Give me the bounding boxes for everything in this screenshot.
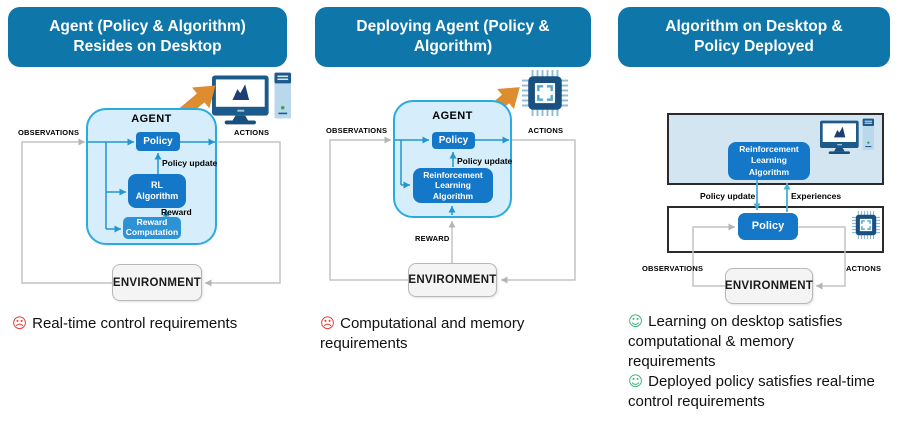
caption-text: Learning on desktop satisfies computatio… (628, 313, 843, 371)
agent-label: AGENT (432, 110, 473, 122)
environment-box: ENVIRONMENT (725, 268, 813, 304)
actions-label: ACTIONS (528, 126, 564, 135)
policy-update-label: Policy update (162, 158, 218, 168)
policy-box: Policy (432, 132, 475, 149)
panel-agent-on-desktop: Agent (Policy & Algorithm) Resides on De… (0, 0, 300, 425)
caption-learning: ☺Learning on desktop satisfies computati… (628, 312, 876, 372)
caption: ☹Computational and memory requirements (320, 314, 578, 354)
agent-label: AGENT (131, 113, 172, 125)
flow-arrows (329, 136, 576, 284)
smile-icon: ☺ (628, 314, 644, 330)
rl-algorithm-box: RL Algorithm (128, 174, 186, 208)
chip-icon (522, 70, 568, 116)
policy-update-label: Policy update (700, 191, 756, 201)
desktop-computer-icon (212, 70, 294, 126)
policy-box: Policy (738, 213, 798, 240)
environment-box: ENVIRONMENT (112, 264, 202, 301)
actions-label: ACTIONS (234, 128, 270, 137)
caption: ☹Real-time control requirements (12, 314, 292, 334)
caption-deployed: ☺Deployed policy satisfies real-time con… (628, 372, 876, 412)
panel-deploying-agent: Deploying Agent (Policy & Algorithm) (300, 0, 600, 425)
caption-text: Deployed policy satisfies real-time cont… (628, 373, 875, 411)
panel-policy-deployed: Algorithm on Desktop & Policy Deployed (600, 0, 900, 425)
observations-label: OBSERVATIONS (326, 126, 388, 135)
policy-box: Policy (136, 132, 180, 151)
experiences-label: Experiences (791, 191, 842, 201)
flow-arrows (21, 138, 281, 287)
rl-algorithm-box: Reinforcement Learning Algorithm (413, 168, 493, 203)
panel-title: Deploying Agent (Policy & Algorithm) (315, 7, 591, 67)
frown-icon: ☹ (320, 316, 336, 332)
caption-text: Computational and memory requirements (320, 315, 525, 353)
reward-label: Reward (161, 207, 192, 217)
desktop-computer-icon (820, 117, 876, 155)
frown-icon: ☹ (12, 316, 28, 332)
actions-label: ACTIONS (846, 264, 882, 273)
chip-icon (852, 211, 880, 239)
reward-label: REWARD (415, 234, 450, 243)
panel-title: Algorithm on Desktop & Policy Deployed (618, 7, 890, 67)
flow-arrows (692, 180, 846, 290)
rl-algorithm-box: Reinforcement Learning Algorithm (728, 142, 810, 180)
observations-label: OBSERVATIONS (642, 264, 704, 273)
panel-title: Agent (Policy & Algorithm) Resides on De… (8, 7, 287, 67)
policy-update-label: Policy update (457, 156, 513, 166)
smile-icon: ☺ (628, 374, 644, 390)
reward-computation-box: Reward Computation (123, 217, 181, 239)
caption-text: Real-time control requirements (32, 315, 238, 332)
environment-box: ENVIRONMENT (408, 263, 497, 297)
observations-label: OBSERVATIONS (18, 128, 80, 137)
